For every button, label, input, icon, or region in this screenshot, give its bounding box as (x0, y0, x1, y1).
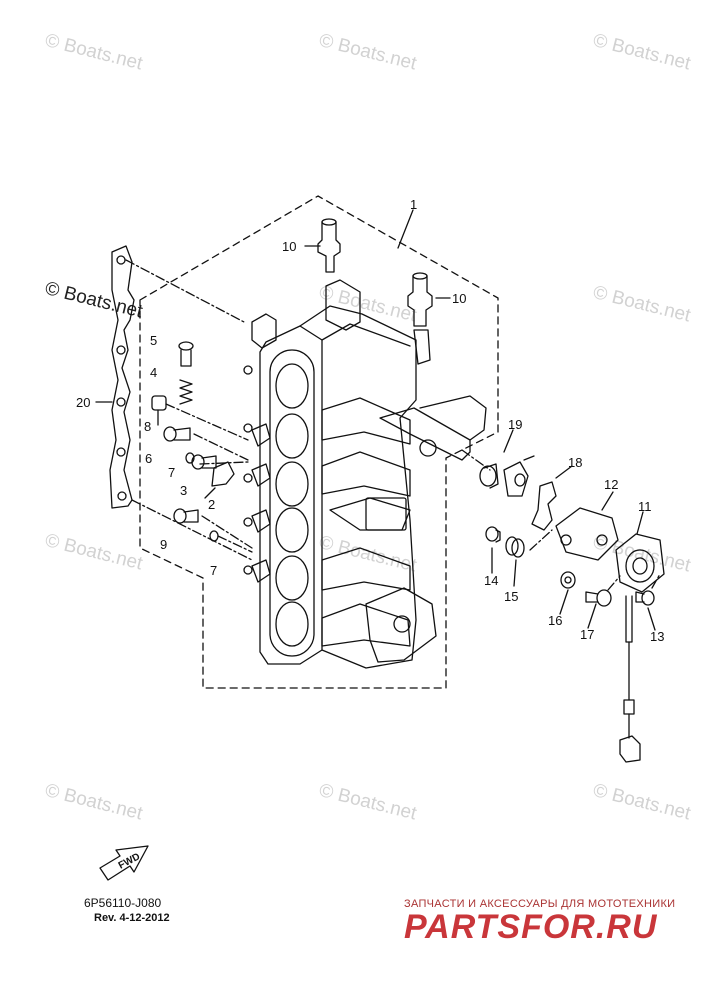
brand-tagline: ЗАПЧАСТИ И АКСЕССУАРЫ ДЛЯ МОТОТЕХНИКИ (404, 898, 676, 910)
callout-17: 17 (580, 627, 595, 642)
callout-3: 3 (180, 483, 188, 498)
screw-13 (635, 590, 655, 606)
leader-18 (555, 465, 573, 479)
leader-13 (647, 607, 656, 631)
callout-8: 8 (144, 419, 152, 434)
brand-logo: PARTSFOR.RU (404, 908, 658, 946)
leader-16 (559, 589, 569, 615)
screw-5 (178, 341, 194, 367)
callout-2: 2 (208, 497, 216, 512)
leader-11 (636, 511, 644, 535)
washer-7a (185, 452, 195, 464)
callout-15: 15 (504, 589, 519, 604)
callout-4: 4 (150, 365, 158, 380)
fitting-10b (407, 272, 433, 327)
bracket-2 (211, 461, 235, 487)
screw-6 (163, 426, 191, 442)
screw-17 (585, 589, 612, 607)
callout-13: 13 (650, 629, 665, 644)
leader-15 (513, 559, 517, 587)
callout-6: 6 (145, 451, 153, 466)
assembly-outline (139, 195, 499, 689)
gasket-20 (109, 245, 135, 509)
callout-9: 9 (160, 537, 168, 552)
fwd-arrow-icon (99, 845, 149, 881)
lever-19 (503, 461, 529, 497)
callout-7b: 7 (210, 563, 218, 578)
leader-2 (204, 487, 216, 499)
leader-17 (587, 603, 597, 629)
bushing-14 (485, 526, 501, 543)
callout-18: 18 (568, 455, 583, 470)
lever-18 (531, 481, 557, 531)
callout-11: 11 (638, 499, 652, 514)
callout-1: 1 (410, 197, 418, 212)
callout-7a: 7 (168, 465, 176, 480)
callout-19: 19 (508, 417, 523, 432)
sensor-11 (615, 533, 665, 763)
spring-19 (479, 463, 499, 489)
leader-19 (503, 429, 514, 453)
throttle-body (243, 279, 487, 669)
gasket-16 (560, 571, 576, 589)
callout-5: 5 (150, 333, 158, 348)
spring-4 (179, 379, 193, 405)
leader-1 (397, 209, 414, 249)
callout-16: 16 (548, 613, 563, 628)
washer-7b (209, 530, 219, 542)
cap-8 (151, 395, 167, 411)
screw-9 (173, 508, 199, 524)
callout-14: 14 (484, 573, 499, 588)
callout-10b: 10 (452, 291, 467, 306)
sensor-bracket-12 (555, 507, 619, 561)
part-code: 6P56110-J080 (84, 896, 162, 910)
fitting-10a (317, 218, 341, 273)
leader-12 (601, 491, 614, 511)
bushing-15 (505, 536, 525, 558)
screw-3 (191, 454, 217, 470)
callout-12: 12 (604, 477, 619, 492)
callout-10a: 10 (282, 239, 297, 254)
revision-date: Rev. 4-12-2012 (94, 912, 170, 924)
callout-20: 20 (76, 395, 91, 410)
